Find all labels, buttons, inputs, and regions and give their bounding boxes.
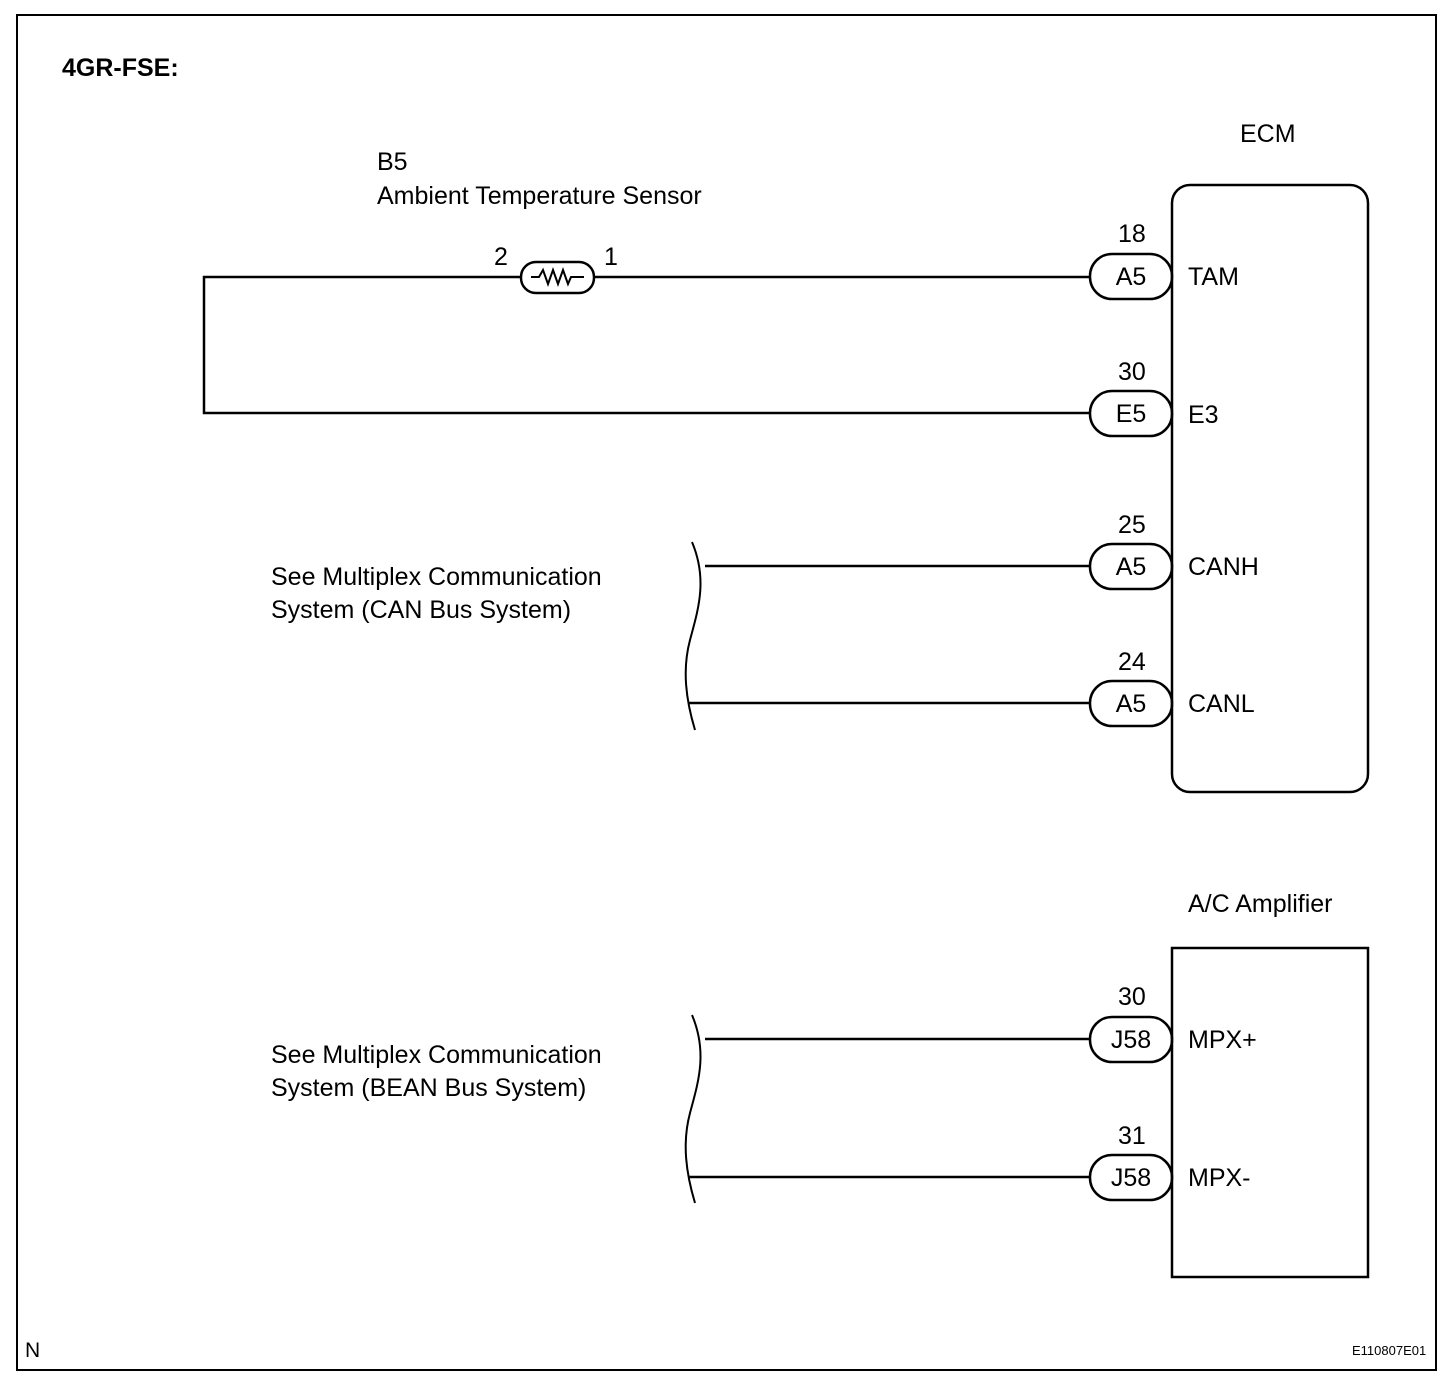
ecm-signal-label: E3 bbox=[1188, 401, 1219, 429]
ecm-pin-number: 24 bbox=[1118, 648, 1146, 676]
ecm-title: ECM bbox=[1240, 120, 1296, 148]
bean-note-line1: See Multiplex Communication bbox=[271, 1041, 602, 1069]
connector-pill bbox=[1088, 1153, 1174, 1202]
ecm-box bbox=[1170, 183, 1370, 794]
figure-id: E110807E01 bbox=[1352, 1343, 1427, 1358]
wire-e3-loop bbox=[202, 275, 1090, 415]
sensor-name: Ambient Temperature Sensor bbox=[377, 182, 702, 210]
can-note-line1: See Multiplex Communication bbox=[271, 563, 602, 591]
sensor-pin-1: 1 bbox=[604, 243, 618, 271]
ac-signal-label: MPX- bbox=[1188, 1164, 1251, 1192]
ac-signal-label: MPX+ bbox=[1188, 1026, 1257, 1054]
connector-code: E5 bbox=[1116, 400, 1147, 428]
connector-pill bbox=[1088, 389, 1174, 438]
connector-pill bbox=[1088, 542, 1174, 591]
corner-letter: N bbox=[25, 1339, 41, 1362]
bean-note-line2: System (BEAN Bus System) bbox=[271, 1074, 587, 1102]
ecm-signal-label: CANL bbox=[1188, 690, 1255, 718]
connector-pill bbox=[1088, 1015, 1174, 1064]
ecm-pin-number: 30 bbox=[1118, 358, 1146, 386]
diagram-frame bbox=[16, 14, 1437, 1371]
connector-code: A5 bbox=[1116, 263, 1147, 291]
resistor-icon bbox=[531, 267, 584, 287]
connector-pill bbox=[1088, 679, 1174, 728]
bean-brace-icon bbox=[684, 1014, 702, 1204]
can-note-line2: System (CAN Bus System) bbox=[271, 596, 572, 624]
ac-amplifier-title: A/C Amplifier bbox=[1188, 890, 1333, 918]
connector-code: J58 bbox=[1111, 1164, 1151, 1192]
diagram-title: 4GR-FSE: bbox=[62, 54, 179, 82]
sensor-code: B5 bbox=[377, 148, 408, 176]
ecm-signal-label: CANH bbox=[1188, 553, 1259, 581]
ac-pin-number: 31 bbox=[1118, 1122, 1146, 1150]
ecm-signal-label: TAM bbox=[1188, 263, 1239, 291]
can-brace-icon bbox=[684, 541, 702, 731]
ambient-temperature-sensor-symbol bbox=[519, 260, 596, 295]
connector-code: J58 bbox=[1111, 1026, 1151, 1054]
ac-pin-number: 30 bbox=[1118, 983, 1146, 1011]
ecm-pin-number: 25 bbox=[1118, 511, 1146, 539]
connector-pill bbox=[1088, 252, 1174, 301]
ac-amplifier-box bbox=[1170, 946, 1370, 1279]
connector-code: A5 bbox=[1116, 690, 1147, 718]
sensor-pin-2: 2 bbox=[494, 243, 508, 271]
connector-code: A5 bbox=[1116, 553, 1147, 581]
ecm-pin-number: 18 bbox=[1118, 220, 1146, 248]
